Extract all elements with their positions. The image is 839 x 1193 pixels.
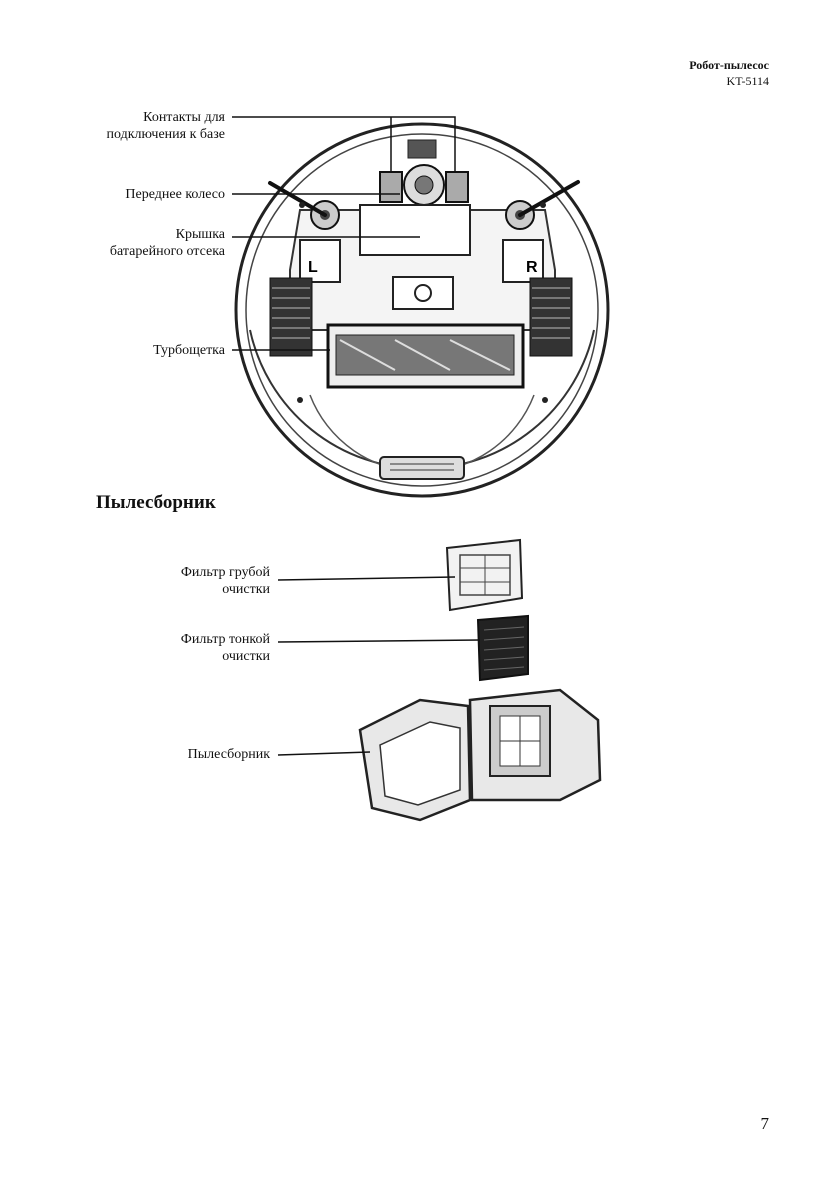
dustbin-illustration xyxy=(0,0,839,900)
leader-fine-filter xyxy=(278,640,480,642)
fine-filter xyxy=(478,616,528,680)
dustbin-body xyxy=(360,690,600,820)
coarse-filter xyxy=(447,540,522,610)
page-number: 7 xyxy=(761,1114,770,1134)
leader-dustbin xyxy=(278,752,370,755)
leader-coarse-filter xyxy=(278,577,455,580)
